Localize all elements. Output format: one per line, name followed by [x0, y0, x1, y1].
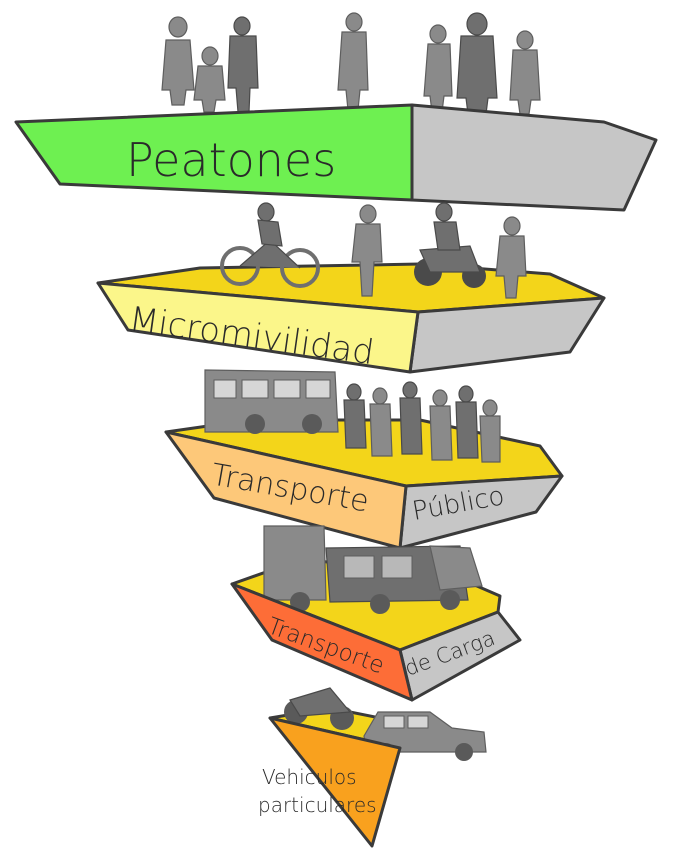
vehiculos-particulares-label: Vehiculos [262, 765, 357, 789]
level-vehiculos-particulares: Vehiculos particulares [258, 688, 486, 846]
level-peatones: Peatones [16, 13, 656, 210]
level-transporte-carga: Transporte de Carga [232, 526, 520, 700]
vehiculos-particulares-label2: particulares [258, 793, 377, 817]
pedestrians-icon [162, 13, 540, 114]
level-micromivilidad: Micromivilidad [98, 203, 604, 373]
peatones-label: Peatones [126, 133, 336, 187]
level-transporte-publico: Transporte Público [166, 370, 562, 548]
peatones-side [412, 105, 656, 210]
micromivilidad-side [410, 298, 604, 372]
